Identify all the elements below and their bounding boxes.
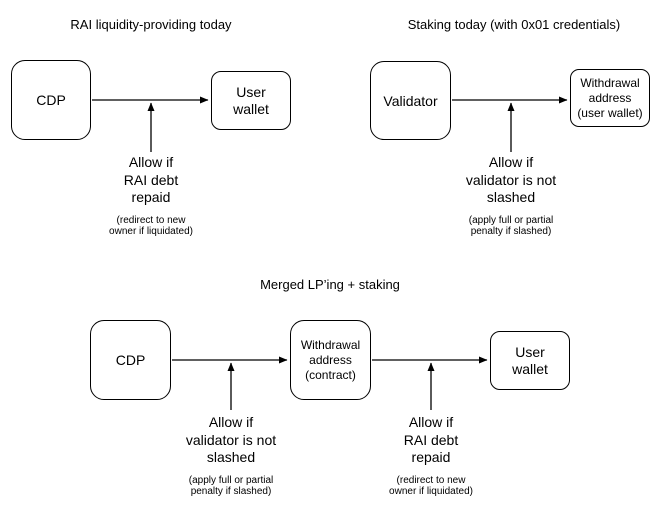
condition-label: Allow if validator is not slashed — [465, 154, 557, 205]
condition-block-rai-debt: Allow if RAI debt repaid (redirect to ne… — [81, 154, 221, 238]
condition-block-not-slashed-merged: Allow if validator is not slashed (apply… — [161, 414, 301, 498]
diagram-title-merged: Merged LP’ing + staking — [260, 277, 400, 292]
node-withdrawal-address-contract: Withdrawal address (contract) — [290, 320, 371, 400]
condition-label: Allow if RAI debt repaid — [123, 154, 179, 205]
node-cdp: CDP — [11, 60, 91, 140]
condition-block-not-slashed: Allow if validator is not slashed (apply… — [441, 154, 581, 238]
condition-block-rai-debt-merged: Allow if RAI debt repaid (redirect to ne… — [361, 414, 501, 498]
condition-note: (redirect to new owner if liquidated) — [109, 214, 193, 238]
condition-note: (redirect to new owner if liquidated) — [389, 474, 473, 498]
diagram-title-lp-today: RAI liquidity-providing today — [70, 17, 232, 32]
node-withdrawal-address-user-wallet: Withdrawal address (user wallet) — [570, 69, 650, 127]
node-user-wallet: User wallet — [211, 71, 291, 130]
node-cdp-merged: CDP — [90, 320, 171, 400]
node-validator: Validator — [370, 61, 451, 140]
diagram-title-staking-today: Staking today (with 0x01 credentials) — [407, 17, 621, 32]
condition-label: Allow if validator is not slashed — [185, 414, 277, 465]
node-user-wallet-merged: User wallet — [490, 331, 570, 390]
condition-note: (apply full or partial penalty if slashe… — [468, 214, 554, 238]
condition-label: Allow if RAI debt repaid — [403, 414, 459, 465]
condition-note: (apply full or partial penalty if slashe… — [188, 474, 274, 498]
